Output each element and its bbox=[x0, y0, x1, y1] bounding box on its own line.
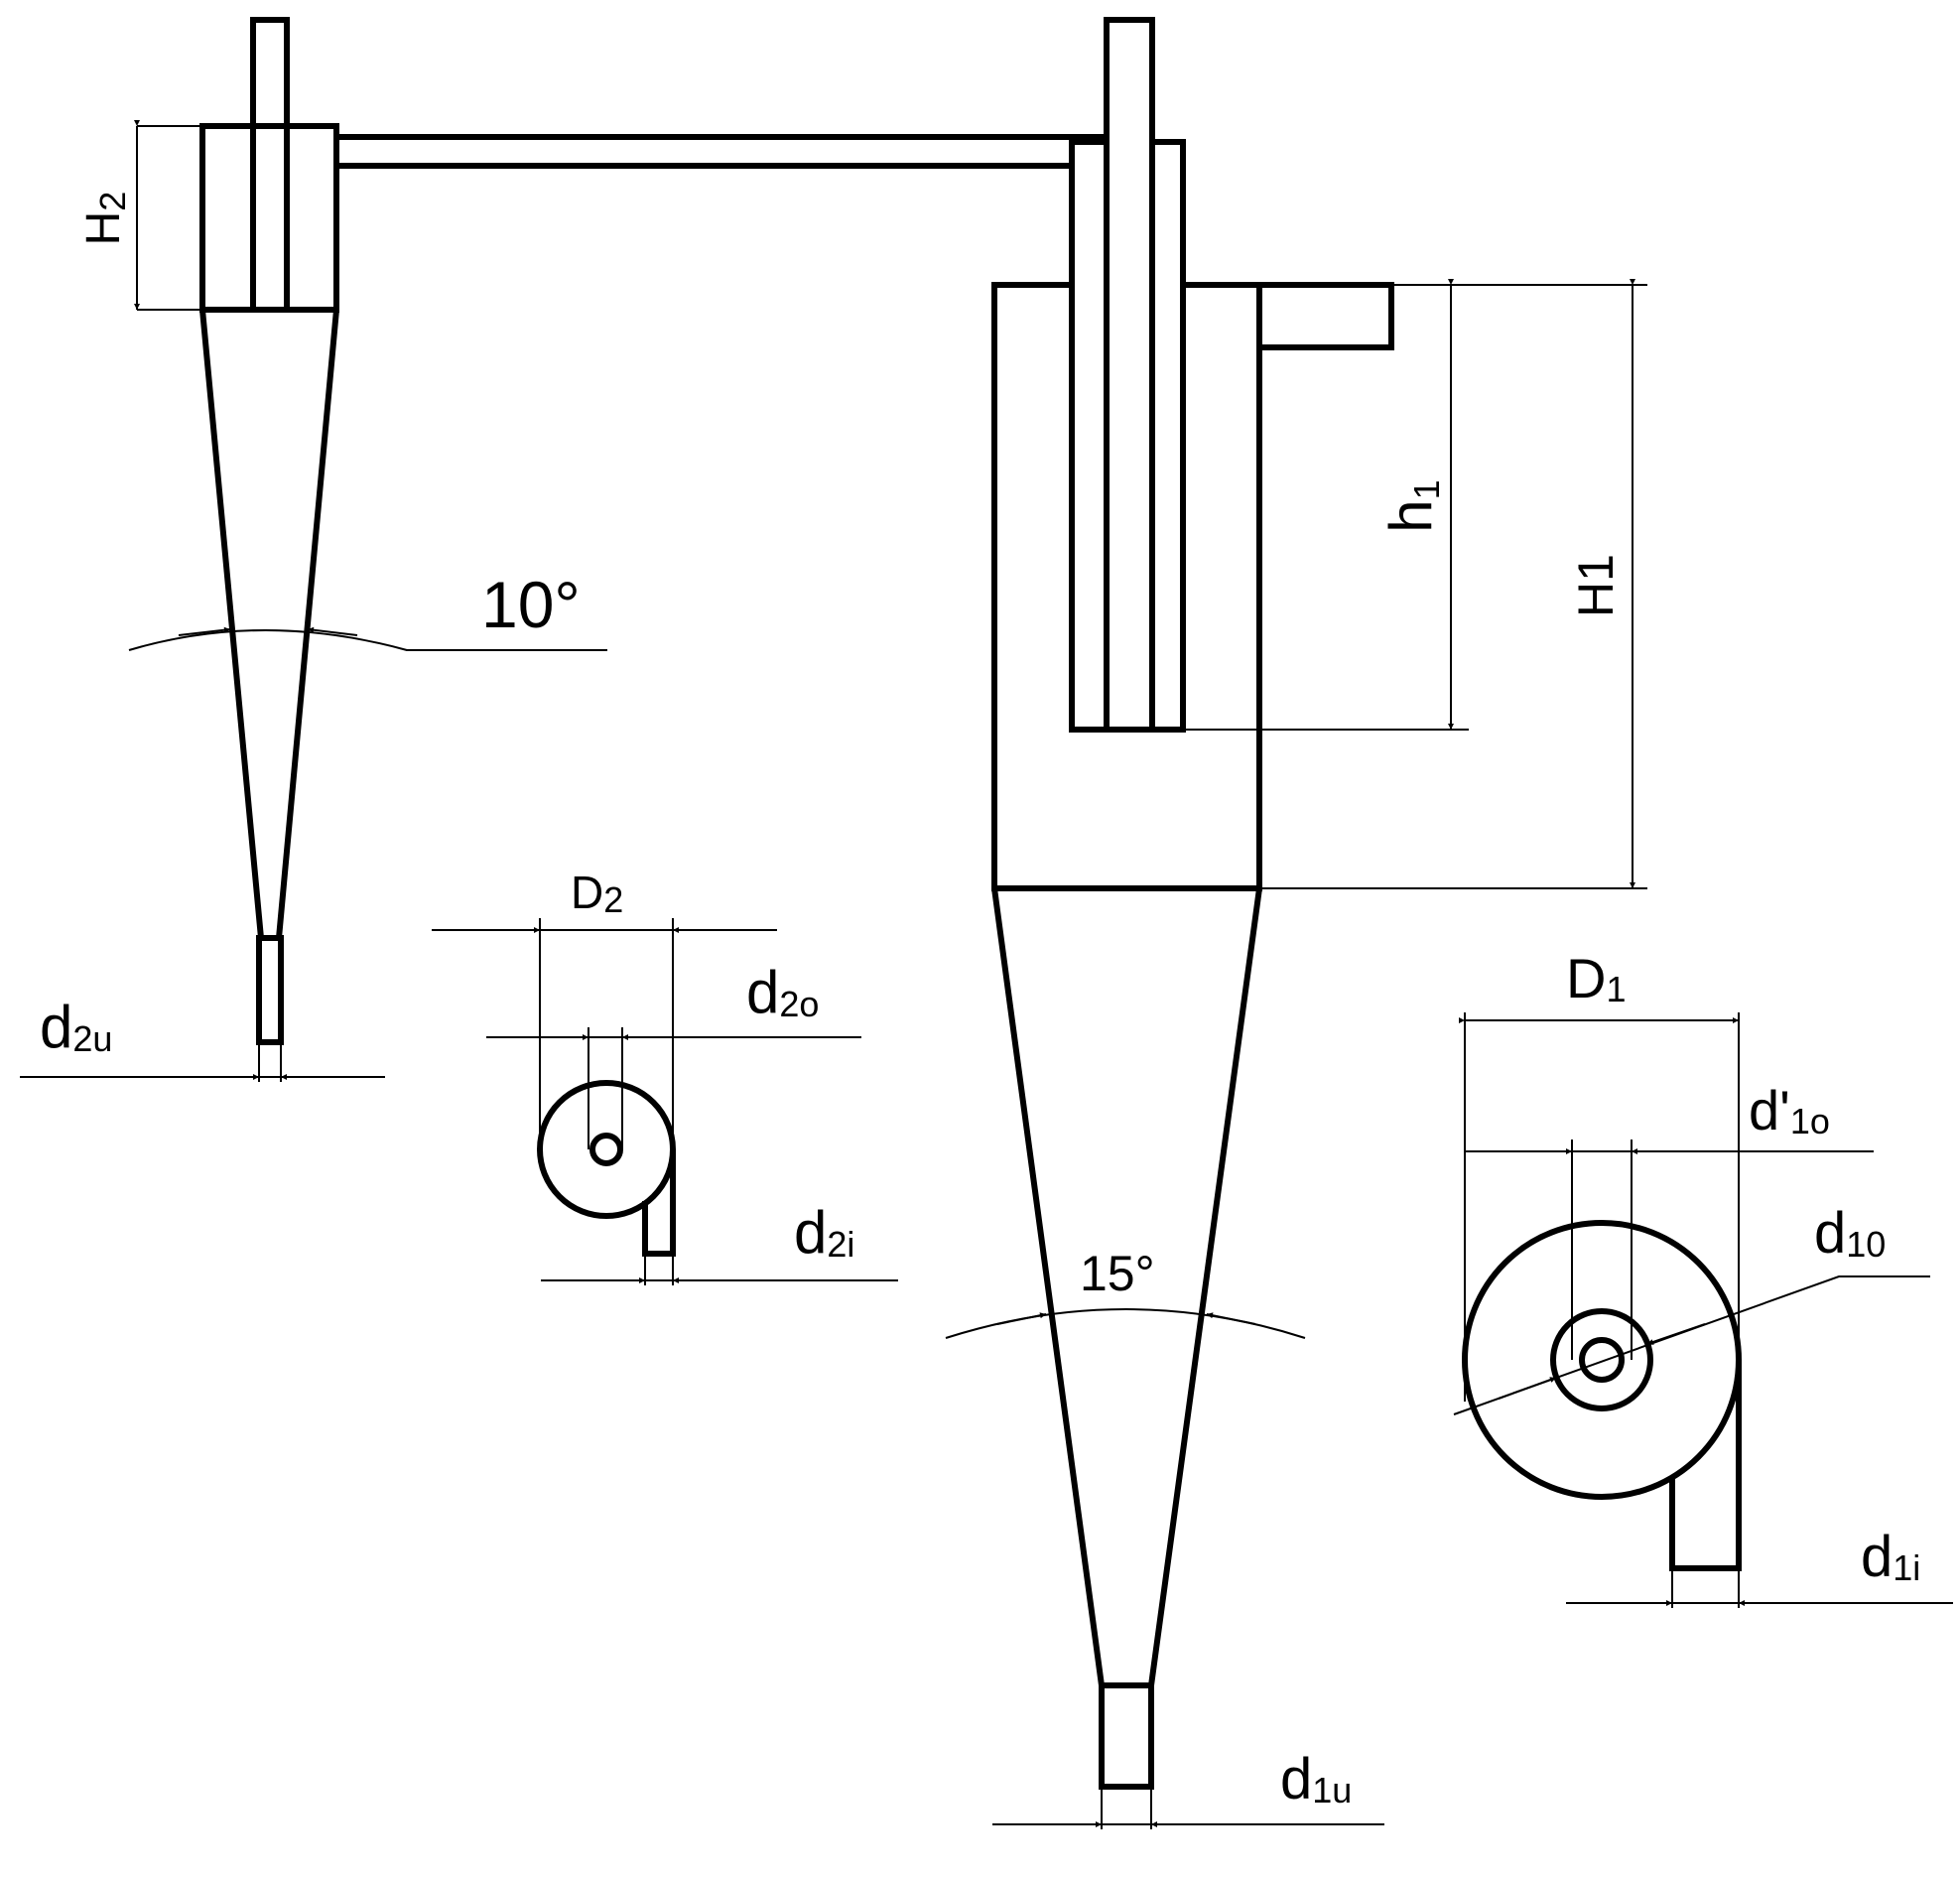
label-d1i: d1i bbox=[1861, 1525, 1920, 1589]
label-D1: D1 bbox=[1566, 947, 1626, 1009]
dim-angle-10 bbox=[128, 629, 607, 651]
dim-d10 bbox=[1453, 1275, 1930, 1415]
small-cyclone bbox=[199, 17, 1107, 1045]
small-cyclone-underflow bbox=[256, 935, 284, 1045]
connecting-pipe bbox=[336, 134, 1107, 730]
small-cyclone-cone bbox=[199, 309, 339, 941]
label-D2: D2 bbox=[571, 867, 623, 920]
large-plan-inlet bbox=[1669, 1360, 1742, 1571]
dimension-labels: H2 h1 H1 10° 15° D2 d2o d2u d2i D1 d'1o … bbox=[40, 192, 1920, 1811]
small-cyclone-plan bbox=[537, 1080, 676, 1257]
label-d1o-prime: d'1o bbox=[1749, 1079, 1830, 1141]
small-cyclone-head bbox=[199, 123, 339, 313]
large-plan-body bbox=[1462, 1220, 1742, 1500]
small-plan-body bbox=[537, 1080, 676, 1219]
dim-angle-15 bbox=[945, 1308, 1306, 1339]
small-plan-overflow bbox=[589, 1133, 623, 1166]
label-d2u: d2u bbox=[40, 994, 112, 1060]
label-d2o: d2o bbox=[746, 959, 819, 1025]
label-H1: H1 bbox=[1568, 554, 1624, 617]
label-d1u: d1u bbox=[1280, 1747, 1352, 1811]
large-cyclone-underflow bbox=[1099, 1682, 1154, 1790]
label-h1: h1 bbox=[1377, 479, 1447, 532]
label-d2i: d2i bbox=[794, 1199, 854, 1266]
label-H2: H2 bbox=[77, 192, 133, 246]
large-cyclone-inlet bbox=[1256, 282, 1394, 350]
large-cyclone bbox=[991, 17, 1394, 1790]
large-cyclone-overflow-tube bbox=[1104, 17, 1155, 733]
large-plan-overflow bbox=[1579, 1337, 1625, 1383]
small-cyclone-vortex-finder bbox=[250, 17, 290, 313]
large-plan-vortex-finder bbox=[1550, 1308, 1653, 1411]
label-d10: d10 bbox=[1814, 1201, 1886, 1266]
dimension-lines bbox=[20, 120, 1953, 1829]
label-angle-15: 15° bbox=[1080, 1246, 1155, 1301]
label-angle-10: 10° bbox=[481, 568, 581, 641]
small-plan-inlet bbox=[642, 1149, 676, 1257]
